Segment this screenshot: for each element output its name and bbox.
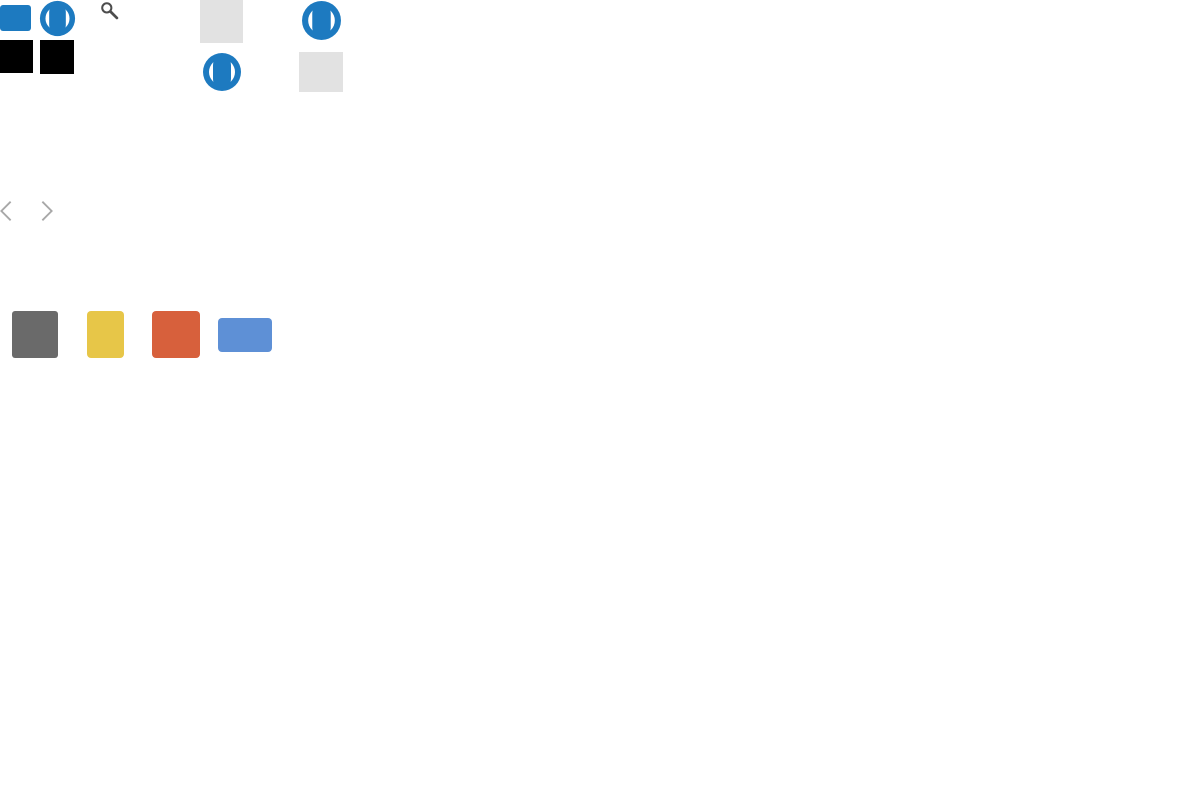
thumbnail-black-1[interactable] [0,40,33,73]
image-placeholder-icon [39,0,76,37]
color-swatch-orange[interactable] [152,311,200,358]
thumbnail-placeholder-gray-1[interactable] [200,0,243,43]
search-button[interactable] [98,0,122,24]
thumbnail-broken-image-1[interactable] [39,0,76,37]
carousel-next-button[interactable] [38,198,56,224]
thumbnail-broken-image-2[interactable] [301,0,342,41]
thumbnail-blue-tile[interactable] [0,5,31,31]
search-icon [101,2,119,20]
thumbnail-black-2[interactable] [40,40,74,74]
carousel-prev-button[interactable] [0,198,15,224]
color-swatch-yellow[interactable] [87,311,124,358]
chevron-left-icon [0,201,12,221]
chevron-right-icon [41,201,53,221]
thumbnail-placeholder-gray-2[interactable] [299,52,343,92]
thumbnail-broken-image-3[interactable] [202,52,242,92]
color-swatch-blue[interactable] [218,318,272,352]
image-placeholder-icon [203,53,241,91]
color-swatch-gray[interactable] [12,311,58,358]
image-placeholder-icon [302,1,341,40]
